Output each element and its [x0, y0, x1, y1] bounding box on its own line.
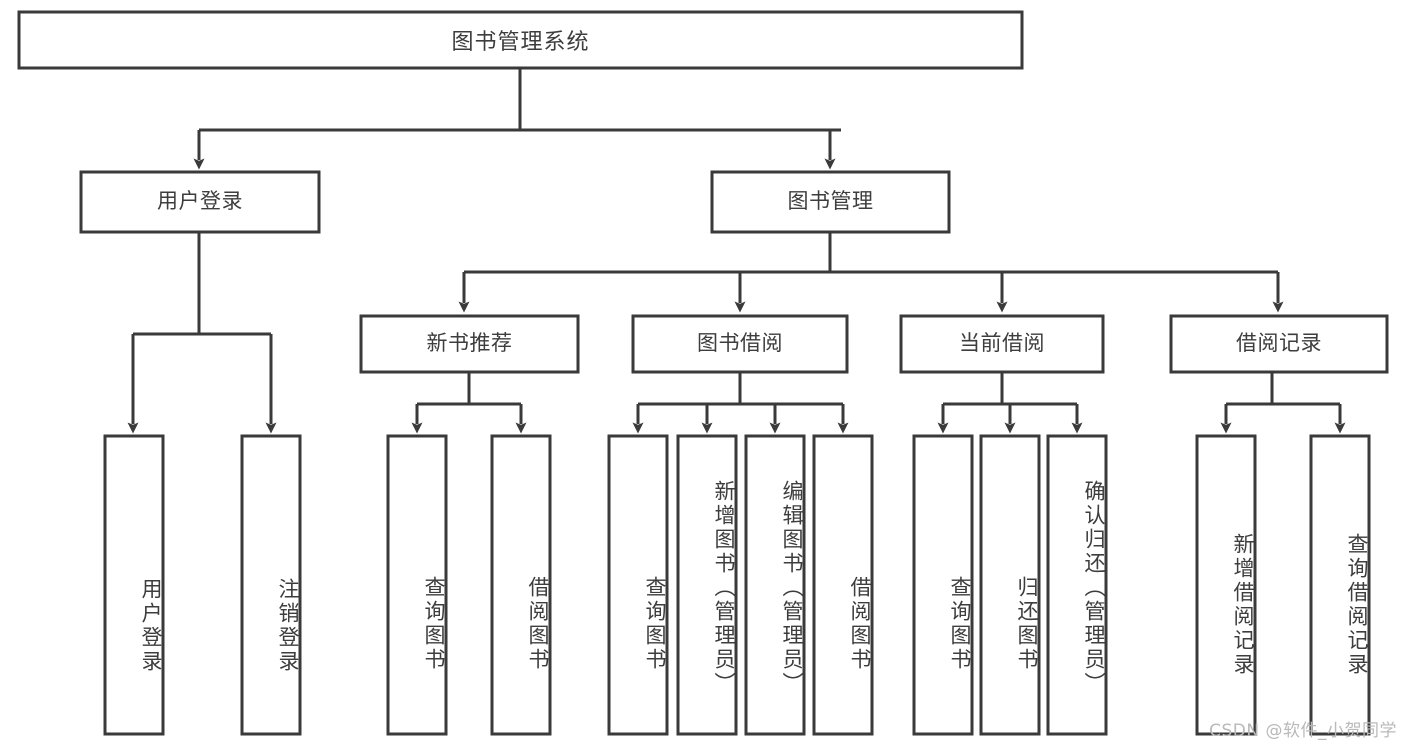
node-box-current-borrow[interactable] — [899, 314, 1105, 374]
node-box-root[interactable] — [17, 10, 1024, 70]
node-box-borrow-record[interactable] — [1169, 314, 1389, 374]
node-box-leaf-user-logout[interactable] — [240, 434, 302, 736]
node-box-new-book-recommend[interactable] — [359, 314, 580, 374]
node-box-user-login[interactable] — [79, 170, 321, 234]
node-box-book-borrow[interactable] — [631, 314, 849, 374]
node-box-leaf-confirm-return[interactable] — [1046, 434, 1108, 736]
connector-borrow-record-to-leaves — [1220, 372, 1346, 434]
node-box-leaf-add-record[interactable] — [1195, 434, 1257, 736]
connector-user-login-to-leaves — [127, 232, 277, 434]
node-box-leaf-query-book-2[interactable] — [607, 434, 669, 736]
node-box-leaf-user-login[interactable] — [103, 434, 165, 736]
connector-book-borrow-to-leaves — [632, 372, 849, 434]
connector-current-borrow-to-leaves — [937, 372, 1083, 434]
node-box-leaf-return-book[interactable] — [979, 434, 1041, 736]
connector-book-manage-to-level3 — [458, 232, 1284, 313]
node-box-leaf-add-book[interactable] — [676, 434, 738, 736]
connector-root-to-level2 — [193, 68, 841, 170]
node-box-book-manage[interactable] — [710, 170, 951, 234]
node-box-leaf-query-book-1[interactable] — [386, 434, 448, 736]
node-box-leaf-edit-book[interactable] — [744, 434, 806, 736]
connector-new-book-recommend-to-leaves — [411, 372, 527, 434]
node-box-leaf-borrow-book-2[interactable] — [812, 434, 874, 736]
node-box-leaf-query-record[interactable] — [1309, 434, 1371, 736]
node-box-leaf-query-book-3[interactable] — [912, 434, 974, 736]
node-box-leaf-borrow-book-1[interactable] — [490, 434, 552, 736]
